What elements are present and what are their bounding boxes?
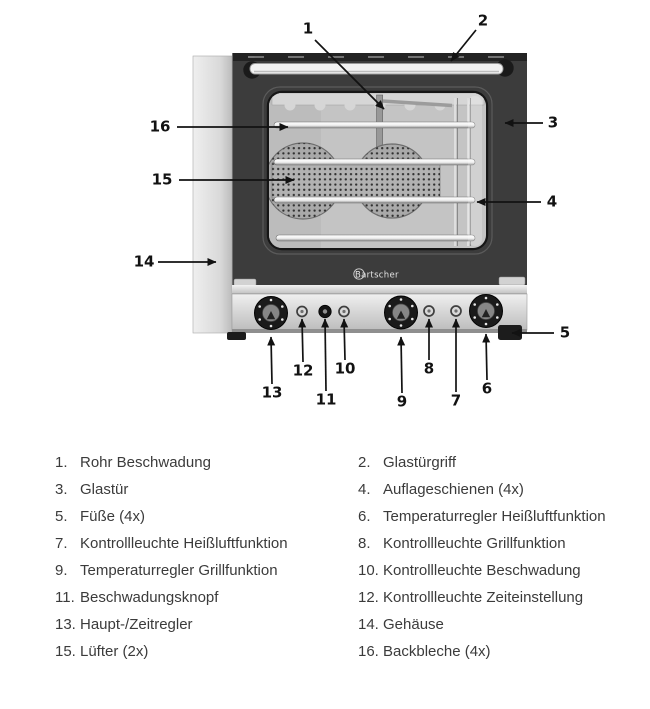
legend-num: 2.: [358, 454, 371, 471]
callout-3: 3: [547, 113, 559, 132]
legend-item-14: 14.Gehäuse: [358, 611, 648, 638]
legend-label: Glastür: [80, 481, 129, 498]
legend-item-3: 3. Glastür: [55, 476, 355, 503]
legend-label: Füße (4x): [80, 508, 146, 525]
legend-num: 5.: [55, 508, 68, 525]
legend-num: 12.: [358, 589, 379, 606]
door-hinges: [233, 276, 526, 287]
legend-item-13: 13.Haupt-/Zeitregler: [55, 611, 355, 638]
legend-num: 14.: [358, 616, 379, 633]
legend-item-8: 8. Kontrollleuchte Grillfunktion: [358, 530, 648, 557]
callout-10: 10: [334, 359, 356, 378]
legend-item-7: 7. Kontrollleuchte Heißluftfunktion: [55, 530, 355, 557]
legend-label: Kontrollleuchte Beschwadung: [383, 562, 581, 579]
callout-15: 15: [151, 170, 173, 189]
callout-lines: [158, 29, 554, 394]
legend-item-12: 12.Kontrollleuchte Zeiteinstellung: [358, 584, 648, 611]
knob-temperatur-grill: [384, 295, 418, 330]
oven-illustration: Bartscher: [158, 29, 554, 394]
callout-line-6: [482, 333, 491, 381]
legend-num: 7.: [55, 535, 68, 552]
legend-num: 3.: [55, 481, 68, 498]
callout-line-9: [397, 336, 406, 394]
light-beschwadung: [338, 305, 350, 318]
legend-num: 16.: [358, 643, 379, 660]
legend-num: 8.: [358, 535, 371, 552]
legend-label: Beschwadungsknopf: [80, 589, 219, 606]
callout-7: 7: [450, 391, 462, 410]
legend-num: 4.: [358, 481, 371, 498]
legend-num: 10.: [358, 562, 379, 579]
callout-line-11: [321, 318, 330, 392]
legend-num: 6.: [358, 508, 371, 525]
legend-item-16: 16.Backbleche (4x): [358, 638, 648, 665]
legend-label: Backbleche (4x): [383, 643, 491, 660]
housing-side-panel: [192, 55, 233, 334]
legend-label: Lüfter (2x): [80, 643, 149, 660]
legend-label: Temperaturregler Heißluftfunktion: [383, 508, 606, 525]
legend-num: 11.: [55, 589, 75, 606]
callout-5: 5: [559, 323, 571, 342]
light-zeiteinstellung: [296, 305, 308, 318]
legend-item-4: 4. Auflageschienen (4x): [358, 476, 648, 503]
legend-label: Kontrollleuchte Heißluftfunktion: [80, 535, 288, 552]
legend-item-1: 1. Rohr Beschwadung: [55, 449, 355, 476]
legend-label: Rohr Beschwadung: [80, 454, 211, 471]
parts-legend: 1. Rohr Beschwadung 3. Glastür 5. Füße (4x)…: [0, 449, 650, 679]
callout-6: 6: [481, 379, 493, 398]
legend-label: Haupt-/Zeitregler: [80, 616, 193, 633]
legend-num: 13.: [55, 616, 76, 633]
light-grillfunktion: [423, 305, 435, 317]
callout-9: 9: [396, 392, 408, 411]
legend-label: Temperaturregler Grillfunktion: [80, 562, 278, 579]
oven-parts-diagram: Bartscher: [133, 11, 571, 411]
legend-label: Auflageschienen (4x): [383, 481, 524, 498]
brand-text: Bartscher: [355, 271, 399, 281]
callout-line-13: [267, 336, 276, 385]
callout-8: 8: [423, 359, 435, 378]
legend-num: 9.: [55, 562, 68, 579]
legend-item-9: 9. Temperaturregler Grillfunktion: [55, 557, 355, 584]
callout-line-10: [340, 318, 349, 361]
legend-label: Glastürgriff: [383, 454, 457, 471]
callout-16: 16: [149, 117, 171, 136]
legend-item-11: 11. Beschwadungsknopf: [55, 584, 355, 611]
callout-14: 14: [133, 252, 155, 271]
callout-4: 4: [546, 192, 558, 211]
legend-column-left: 1. Rohr Beschwadung 3. Glastür 5. Füße (4x)…: [55, 449, 355, 665]
glass-window: [262, 86, 493, 255]
knob-temperatur-heissluft: [469, 294, 503, 328]
knob-haupt-zeitregler: [254, 296, 288, 330]
legend-label: Gehäuse: [383, 616, 444, 633]
legend-column-right: 2. Glastürgriff 4. Auflageschienen (4x) 6.…: [358, 449, 648, 665]
legend-item-6: 6. Temperaturregler Heißluftfunktion: [358, 503, 648, 530]
legend-num: 15.: [55, 643, 76, 660]
legend-label: Kontrollleuchte Grillfunktion: [383, 535, 566, 552]
callout-11: 11: [315, 390, 337, 409]
callout-12: 12: [292, 361, 314, 380]
legend-label: Kontrollleuchte Zeiteinstellung: [383, 589, 584, 606]
legend-num: 1.: [55, 454, 68, 471]
button-beschwadung: [318, 304, 332, 319]
callout-13: 13: [261, 383, 283, 402]
baking-trays: [273, 121, 476, 242]
legend-item-15: 15.Lüfter (2x): [55, 638, 355, 665]
legend-item-2: 2. Glastürgriff: [358, 449, 648, 476]
callout-2: 2: [477, 11, 489, 30]
callout-1: 1: [302, 19, 314, 38]
callout-line-12: [298, 318, 307, 363]
callout-line-1: [314, 39, 385, 110]
light-heissluftfunktion: [450, 305, 462, 317]
brand-logo: Bartscher: [353, 268, 399, 281]
legend-item-10: 10.Kontrollleuchte Beschwadung: [358, 557, 648, 584]
callout-line-2: [450, 29, 477, 62]
door-handle: [243, 59, 514, 79]
legend-item-5: 5. Füße (4x): [55, 503, 355, 530]
